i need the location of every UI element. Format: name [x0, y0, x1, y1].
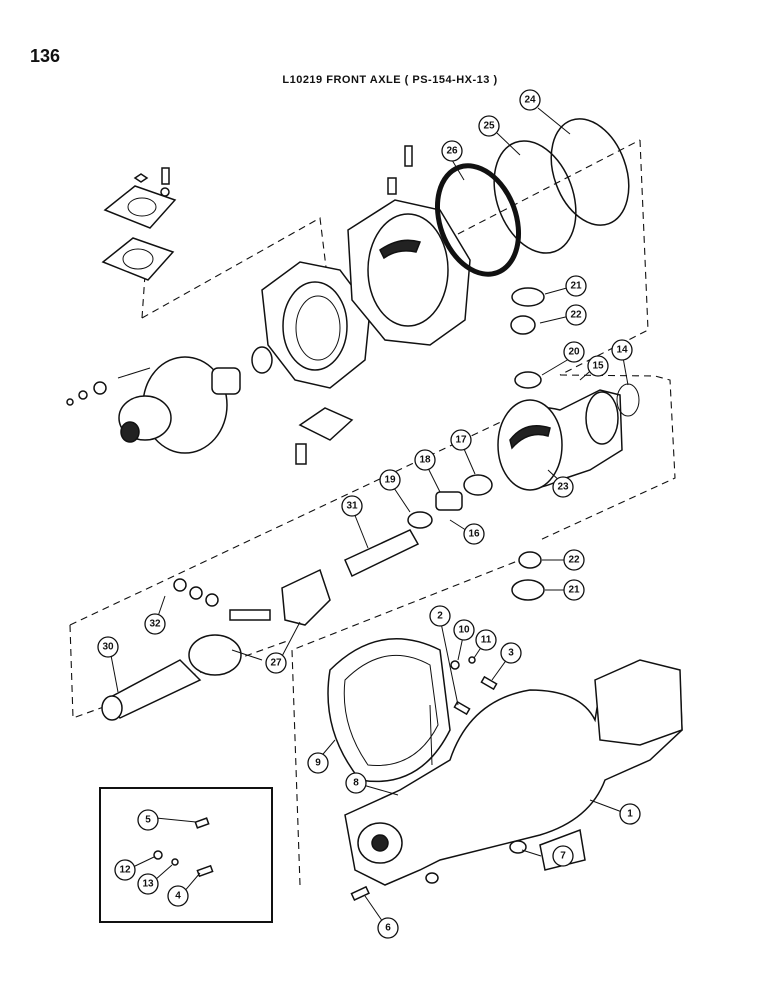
svg-text:10: 10: [458, 625, 470, 636]
callout-18: 18: [414, 449, 436, 471]
svg-text:15: 15: [592, 361, 604, 372]
callout-20: 20: [563, 341, 585, 363]
callout-13: 13: [137, 873, 159, 895]
lower-bearing-set: [511, 551, 545, 601]
callout-5: 5: [137, 809, 159, 831]
svg-text:13: 13: [142, 879, 154, 890]
callout-21-lower: 21: [563, 579, 585, 601]
callout-19: 19: [379, 469, 401, 491]
page-title: L10219 FRONT AXLE ( PS-154-HX-13 ): [282, 74, 498, 86]
callout-8: 8: [345, 772, 367, 794]
svg-text:22: 22: [568, 555, 580, 566]
svg-text:26: 26: [446, 146, 458, 157]
callout-23: 23: [552, 476, 574, 498]
lower-cap: [295, 407, 354, 465]
hub-spindle: [66, 346, 273, 454]
callout-12: 12: [114, 859, 136, 881]
svg-text:30: 30: [102, 642, 114, 653]
callout-22-upper: 22: [565, 304, 587, 326]
callout-7: 7: [552, 845, 574, 867]
callout-6: 6: [377, 917, 399, 939]
svg-text:9: 9: [315, 758, 321, 769]
page-number: 136: [30, 46, 61, 66]
svg-text:11: 11: [481, 635, 492, 646]
svg-text:18: 18: [419, 455, 431, 466]
callout-16: 16: [463, 523, 485, 545]
svg-text:31: 31: [346, 501, 358, 512]
callout-21-upper: 21: [565, 275, 587, 297]
callout-31: 25: [478, 115, 500, 137]
callout-17: 17: [450, 429, 472, 451]
callout-22-lower: 22: [563, 549, 585, 571]
leader-lines: [109, 107, 629, 926]
callout-10: 10: [453, 619, 475, 641]
axle-shaft-ujoint: [101, 529, 420, 721]
svg-text:27: 27: [270, 658, 282, 669]
svg-text:23: 23: [557, 482, 569, 493]
callout-24: 27: [265, 652, 287, 674]
callout-14: 14: [611, 339, 633, 361]
callout-15: 15: [587, 355, 609, 377]
callout-32: 26: [441, 140, 463, 162]
svg-text:7: 7: [560, 851, 566, 862]
svg-text:19: 19: [384, 475, 396, 486]
svg-text:25: 25: [483, 121, 495, 132]
callout-26: 30: [97, 636, 119, 658]
svg-text:21: 21: [568, 585, 580, 596]
seal-rings: [434, 118, 630, 277]
knuckle-housing: [497, 383, 640, 491]
svg-text:32: 32: [149, 619, 161, 630]
svg-text:21: 21: [570, 281, 582, 292]
svg-text:4: 4: [175, 891, 181, 902]
svg-text:14: 14: [616, 345, 628, 356]
svg-text:2: 2: [437, 611, 443, 622]
svg-text:12: 12: [119, 865, 131, 876]
svg-text:20: 20: [568, 347, 580, 358]
svg-text:3: 3: [508, 648, 514, 659]
upper-bearing-set: [510, 287, 545, 389]
svg-text:16: 16: [468, 529, 480, 540]
axle-housing: [344, 659, 683, 902]
bushings: [407, 474, 493, 529]
svg-text:24: 24: [524, 95, 536, 106]
svg-text:6: 6: [385, 923, 391, 934]
callout-27: 32: [144, 613, 166, 635]
callout-25: 31: [341, 495, 363, 517]
svg-text:8: 8: [353, 778, 359, 789]
svg-text:17: 17: [455, 435, 467, 446]
svg-text:5: 5: [145, 815, 151, 826]
inset-box: [99, 787, 273, 923]
steering-housing: [261, 261, 371, 389]
upper-housing: [347, 145, 471, 346]
callout-2: 2: [429, 605, 451, 627]
callout-9: 9: [307, 752, 329, 774]
inset-hardware: [153, 817, 214, 878]
gasket: [327, 638, 451, 783]
svg-text:1: 1: [627, 809, 633, 820]
upper-left-hardware: [101, 167, 177, 281]
callout-4: 4: [167, 885, 189, 907]
callout-11: 11: [475, 629, 497, 651]
callout-1: 1: [619, 803, 641, 825]
svg-text:22: 22: [570, 310, 582, 321]
callout-3: 3: [500, 642, 522, 664]
callout-30: 24: [519, 89, 541, 111]
